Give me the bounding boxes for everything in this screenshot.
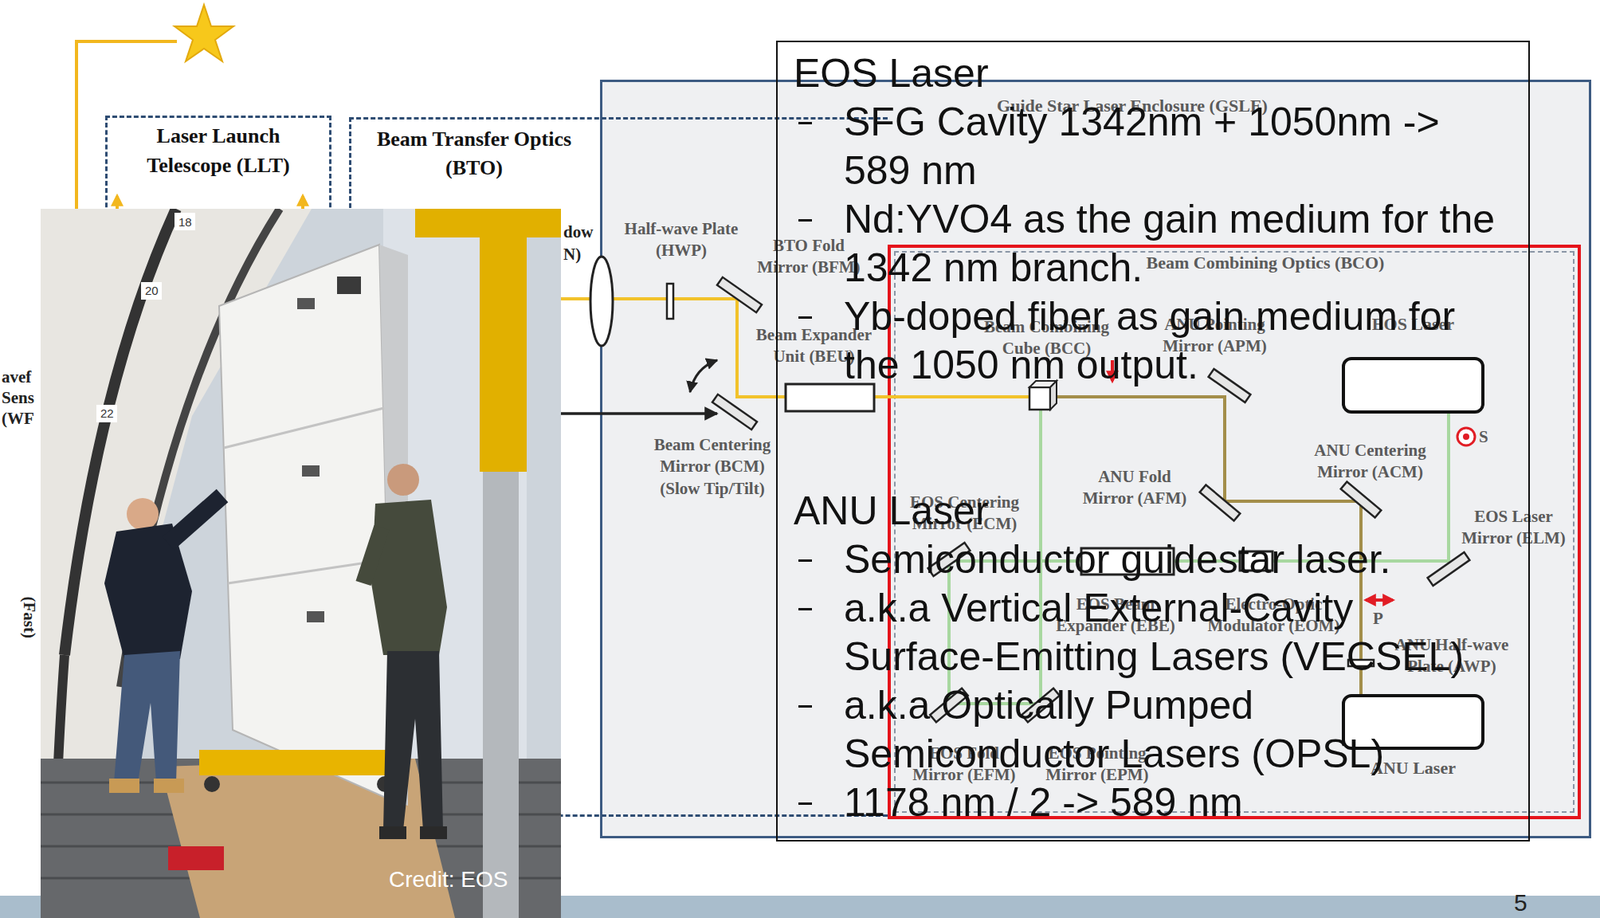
mirror (712, 394, 757, 430)
text-box-content: EOS LaserSFG Cavity 1342nm + 1050nm -> 5… (777, 42, 1529, 828)
bullet-text: a.k.a Optically Pumped Semiconductor Las… (843, 682, 1385, 777)
llt-arrow (301, 196, 305, 209)
box-heading: Beam Transfer Optics (BTO) (354, 125, 594, 183)
bullet-item: Semiconductor guidestar laser. (793, 535, 1507, 585)
bullet-item: a.k.a Vertical External-Cavity Surface-E… (793, 584, 1507, 682)
partial-label: (WF (1, 407, 35, 430)
bullet-text: 1178 nm / 2 -> 589 nm (843, 780, 1244, 825)
s-polarisation (1457, 427, 1475, 446)
partial-label: avef (1, 366, 32, 389)
page-number: 5 (1513, 886, 1528, 918)
bullet-text: SFG Cavity 1342nm + 1050nm -> 589 nm (843, 99, 1440, 193)
p-polarisation (1365, 598, 1393, 602)
partial-label: Sens (1, 387, 35, 409)
bullet-dash (798, 607, 812, 611)
wfs-beam (557, 411, 718, 416)
bullet-dash (798, 316, 812, 319)
section-heading: ANU Laser (793, 486, 1529, 536)
mirror (717, 277, 762, 313)
guide-star (174, 4, 234, 62)
installation-photo (40, 208, 561, 918)
bullet-item: a.k.a Optically Pumped Semiconductor Las… (793, 681, 1507, 779)
mirror (1208, 368, 1251, 403)
s-polarisation-dot (1462, 433, 1470, 440)
launch-beam (76, 41, 177, 209)
bullet-text: a.k.a Vertical External-Cavity Surface-E… (843, 585, 1464, 679)
mirror (1200, 484, 1241, 521)
bullet-dash (798, 802, 812, 805)
bullet-text: Nd:YVO4 as the gain medium for the 1342 … (843, 196, 1495, 291)
bullet-dash (798, 559, 812, 562)
bullet-item: Yb-doped fiber as gain medium for the 10… (793, 292, 1507, 390)
laser-head-box: EOS Laser (1341, 356, 1485, 414)
bullet-dash (798, 121, 812, 125)
mirror (1341, 481, 1382, 518)
partial-label: N) (563, 243, 581, 266)
half-wave-plate (666, 283, 674, 319)
tip-tilt-arrow (690, 360, 718, 393)
bullet-item: 1178 nm / 2 -> 589 nm (793, 778, 1507, 828)
text-box: EOS LaserSFG Cavity 1342nm + 1050nm -> 5… (776, 40, 1530, 842)
bullet-dash (798, 705, 812, 708)
partial-label: dow (563, 221, 593, 244)
section-heading: EOS Laser (793, 49, 1529, 99)
bullet-text: Semiconductor guidestar laser. (843, 537, 1391, 582)
bullet-text: Yb-doped fiber as gain medium for the 10… (843, 294, 1455, 388)
llt-arrow (115, 196, 119, 209)
window-lens (590, 256, 613, 346)
partial-label: (Fast) (18, 596, 40, 638)
box-heading: Laser Launch Telescope (LLT) (118, 121, 318, 181)
bullet-item: SFG Cavity 1342nm + 1050nm -> 589 nm (793, 98, 1507, 196)
mirror (1427, 552, 1471, 586)
bullet-dash (798, 219, 812, 222)
bullet-item: Nd:YVO4 as the gain medium for the 1342 … (793, 195, 1507, 293)
beam-expander (785, 384, 875, 412)
